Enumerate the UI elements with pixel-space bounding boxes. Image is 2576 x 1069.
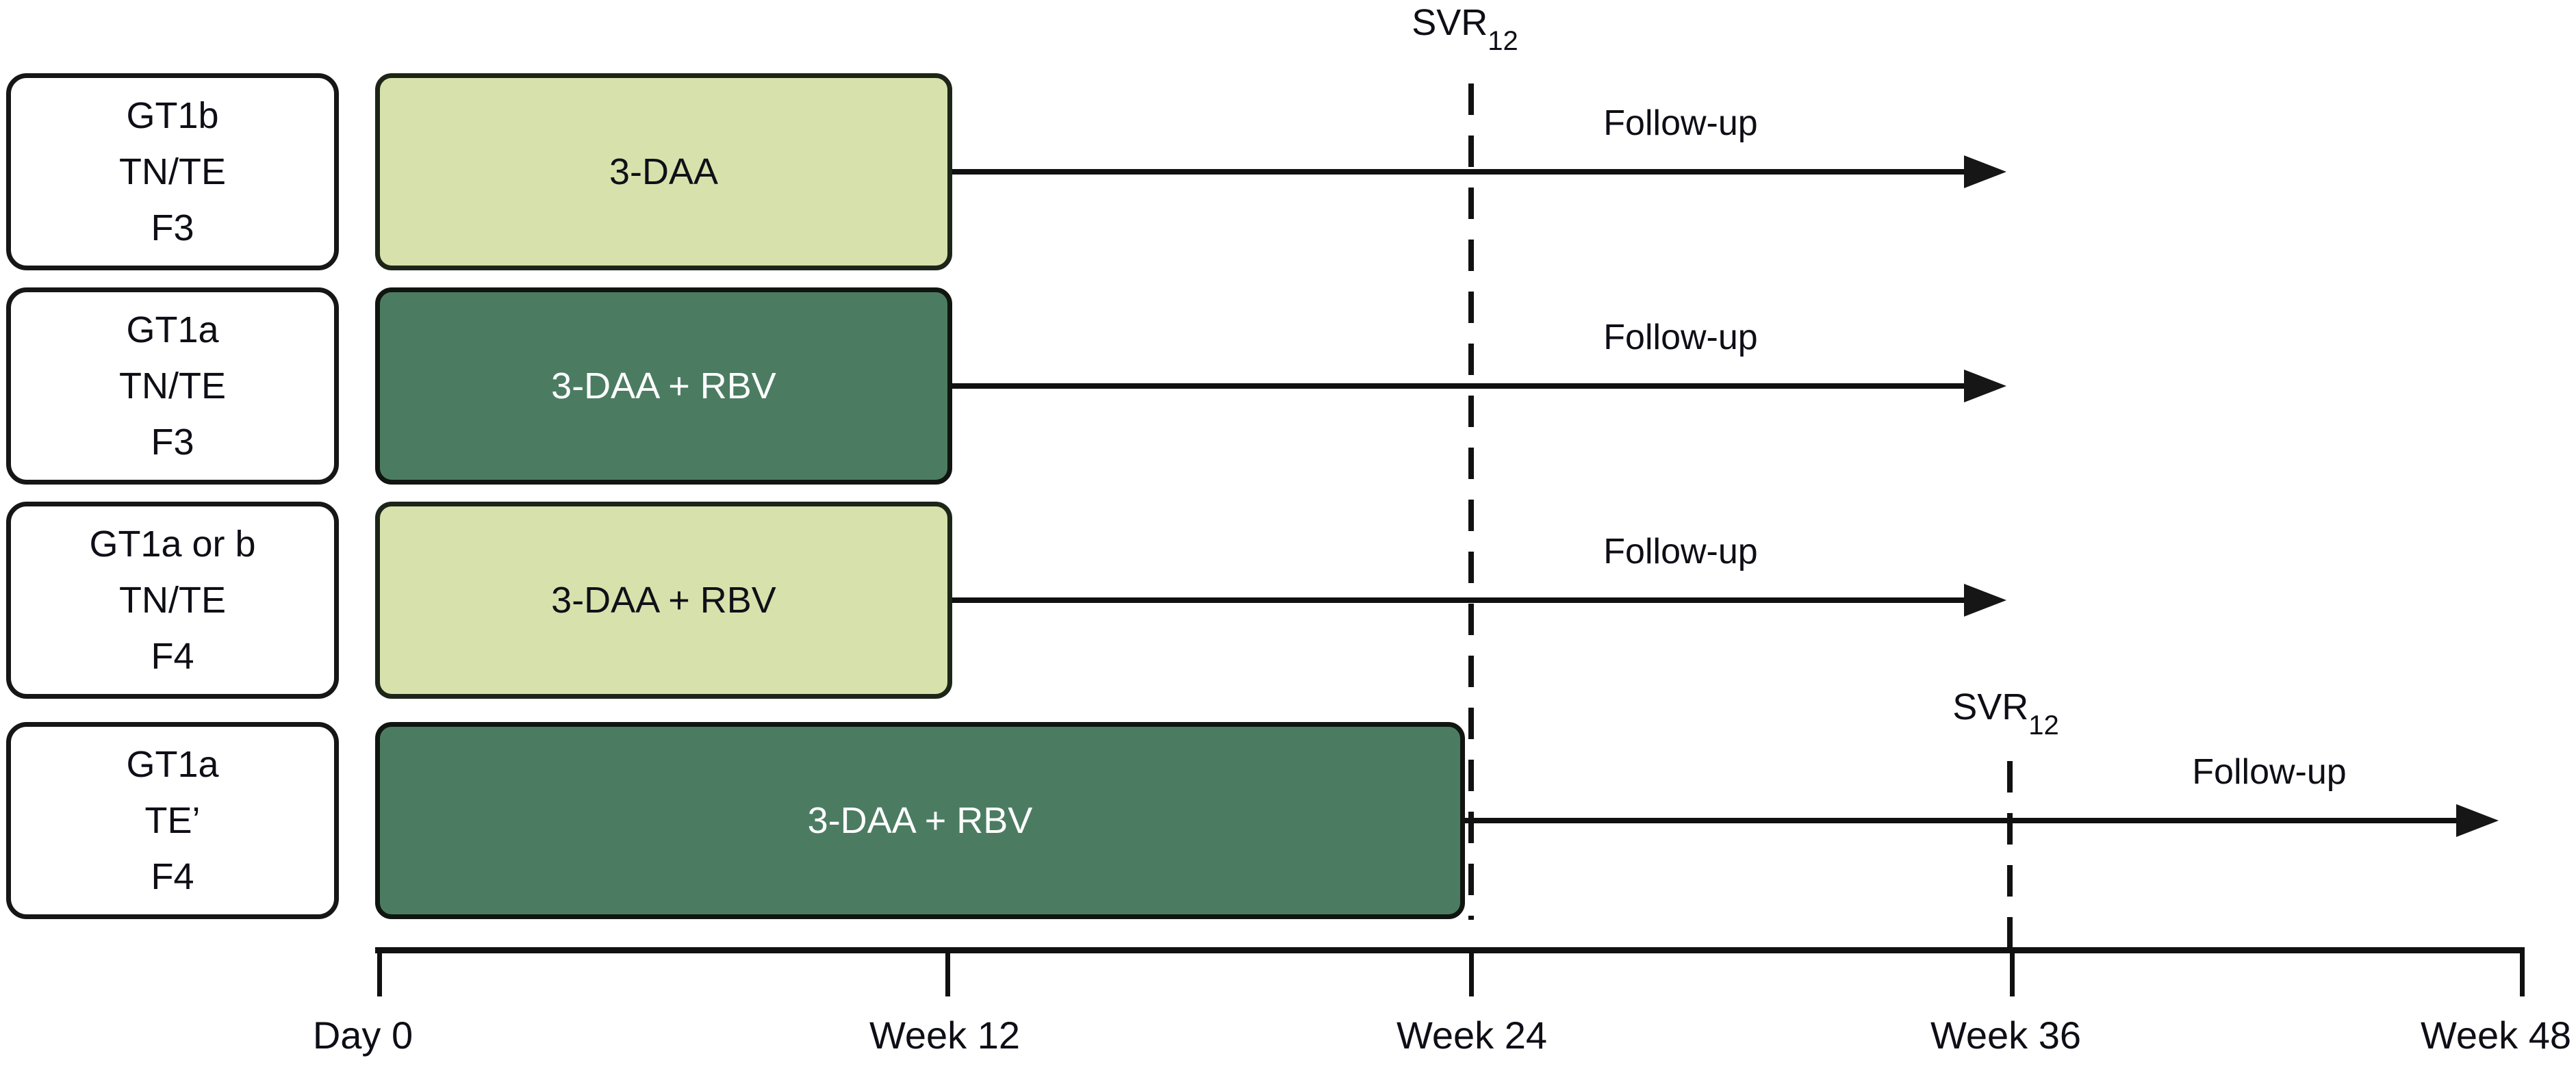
- svr12-dashed-line-week36: [2007, 761, 2013, 950]
- axis-tick-day0: [377, 947, 382, 996]
- treatment-label: 3-DAA + RBV: [551, 365, 776, 407]
- population-box-arm4: GT1a TE’ F4: [6, 722, 339, 919]
- axis-label-week48: Week 48: [2421, 1014, 2571, 1057]
- followup-label-arm2: Follow-up: [1603, 318, 1758, 357]
- population-experience: TN/TE: [119, 365, 226, 407]
- svr12-label-week24: SVR12: [1352, 1, 1578, 57]
- axis-tick-week36: [2010, 947, 2015, 996]
- axis-label-day0: Day 0: [312, 1014, 413, 1057]
- population-box-arm1: GT1b TN/TE F3: [6, 73, 339, 270]
- svr-text: SVR: [1412, 2, 1488, 43]
- axis-tick-week12: [945, 947, 950, 996]
- followup-arrowhead-arm1: [1964, 155, 2006, 188]
- population-fibrosis: F3: [151, 207, 194, 248]
- axis-tick-week24: [1469, 947, 1474, 996]
- followup-arrowhead-arm2: [1964, 370, 2006, 402]
- followup-label-arm4: Follow-up: [2192, 752, 2347, 792]
- treatment-bar-arm3: 3-DAA + RBV: [375, 502, 952, 699]
- followup-arrow-line-arm3: [952, 597, 1965, 603]
- population-box-arm3: GT1a or b TN/TE F4: [6, 502, 339, 699]
- axis-label-week24: Week 24: [1397, 1014, 1547, 1057]
- followup-label-arm3: Follow-up: [1603, 532, 1758, 571]
- followup-arrowhead-arm3: [1964, 584, 2006, 617]
- population-genotype: GT1a: [126, 744, 219, 785]
- population-fibrosis: F4: [151, 856, 194, 897]
- followup-arrow-line-arm4: [1465, 818, 2458, 823]
- axis-tick-week48: [2520, 947, 2525, 996]
- population-genotype: GT1b: [126, 95, 219, 136]
- followup-label-arm1: Follow-up: [1603, 103, 1758, 143]
- followup-arrow-line-arm1: [952, 169, 1965, 175]
- population-genotype: GT1a: [126, 309, 219, 350]
- svr-subscript: 12: [2028, 710, 2059, 740]
- population-fibrosis: F4: [151, 636, 194, 677]
- population-fibrosis: F3: [151, 422, 194, 463]
- svr12-dashed-line-week24: [1468, 83, 1474, 920]
- timeline-axis: [375, 947, 2525, 953]
- population-experience: TN/TE: [119, 580, 226, 621]
- population-box-arm2: GT1a TN/TE F3: [6, 287, 339, 485]
- treatment-bar-arm4: 3-DAA + RBV: [375, 722, 1465, 919]
- svr-text: SVR: [1952, 686, 2029, 727]
- population-genotype: GT1a or b: [89, 524, 256, 565]
- population-experience: TE’: [144, 800, 201, 841]
- followup-arrowhead-arm4: [2456, 804, 2499, 837]
- treatment-label: 3-DAA + RBV: [807, 800, 1033, 841]
- svr-subscript: 12: [1488, 26, 1518, 56]
- treatment-bar-arm2: 3-DAA + RBV: [375, 287, 952, 485]
- followup-arrow-line-arm2: [952, 383, 1965, 389]
- population-experience: TN/TE: [119, 151, 226, 192]
- treatment-bar-arm1: 3-DAA: [375, 73, 952, 270]
- treatment-label: 3-DAA: [609, 151, 719, 192]
- axis-label-week36: Week 36: [1930, 1014, 2081, 1057]
- axis-label-week12: Week 12: [869, 1014, 1020, 1057]
- treatment-label: 3-DAA + RBV: [551, 580, 776, 621]
- svr12-label-week36: SVR12: [1893, 686, 2119, 741]
